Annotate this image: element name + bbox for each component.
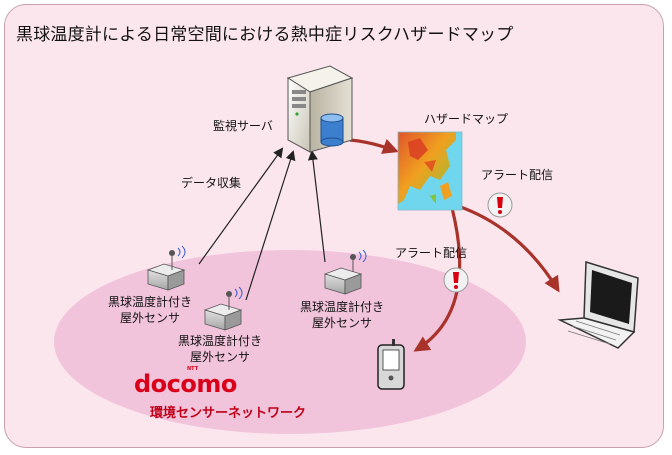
alert-label-laptop: アラート配信 [481, 168, 554, 182]
sensor-label-line1: 黒球温度計付き [108, 295, 193, 309]
alert-label-phone: アラート配信 [395, 246, 468, 260]
sensor-label-3: 黒球温度計付き 屋外センサ [300, 299, 384, 331]
alert-icon [487, 192, 513, 218]
hazard-map-image [397, 131, 463, 211]
alert-arrow-to-laptop [457, 204, 560, 293]
sensor-label-line1: 黒球温度計付き [178, 334, 263, 348]
sensor-icon [203, 286, 243, 331]
sensor-label-1: 黒球温度計付き 屋外センサ [108, 294, 192, 326]
network-label: 環境センサーネットワーク [150, 406, 307, 421]
hazard-map-label: ハザードマップ [424, 112, 509, 126]
data-collection-label: データ収集 [181, 176, 242, 190]
sensor-label-line2: 屋外センサ [120, 311, 181, 325]
data-arrow-1 [198, 147, 284, 265]
sensor-label-2: 黒球温度計付き 屋外センサ [178, 333, 262, 365]
sensor-label-line1: 黒球温度計付き [300, 300, 385, 314]
server-to-map-arrow [349, 138, 399, 154]
docomo-logo: docomo [134, 370, 237, 398]
brand-small-label: NTT [187, 366, 199, 372]
sensor-icon [323, 249, 367, 295]
mobile-phone-icon [377, 339, 405, 390]
data-arrow-3 [307, 150, 326, 263]
sensor-label-line2: 屋外センサ [312, 316, 373, 330]
alert-arrow-to-phone [413, 207, 462, 352]
server-icon [286, 65, 354, 153]
sensor-icon [146, 245, 186, 291]
data-arrow-2 [245, 150, 296, 301]
laptop-icon [557, 260, 639, 349]
database-icon [320, 113, 344, 147]
diagram-title: 黒球温度計による日常空間における熱中症リスクハザードマップ [16, 25, 514, 45]
server-label: 監視サーバ [213, 119, 273, 133]
alert-icon [443, 267, 469, 293]
sensor-network-area [54, 250, 526, 434]
sensor-label-line2: 屋外センサ [190, 350, 251, 364]
